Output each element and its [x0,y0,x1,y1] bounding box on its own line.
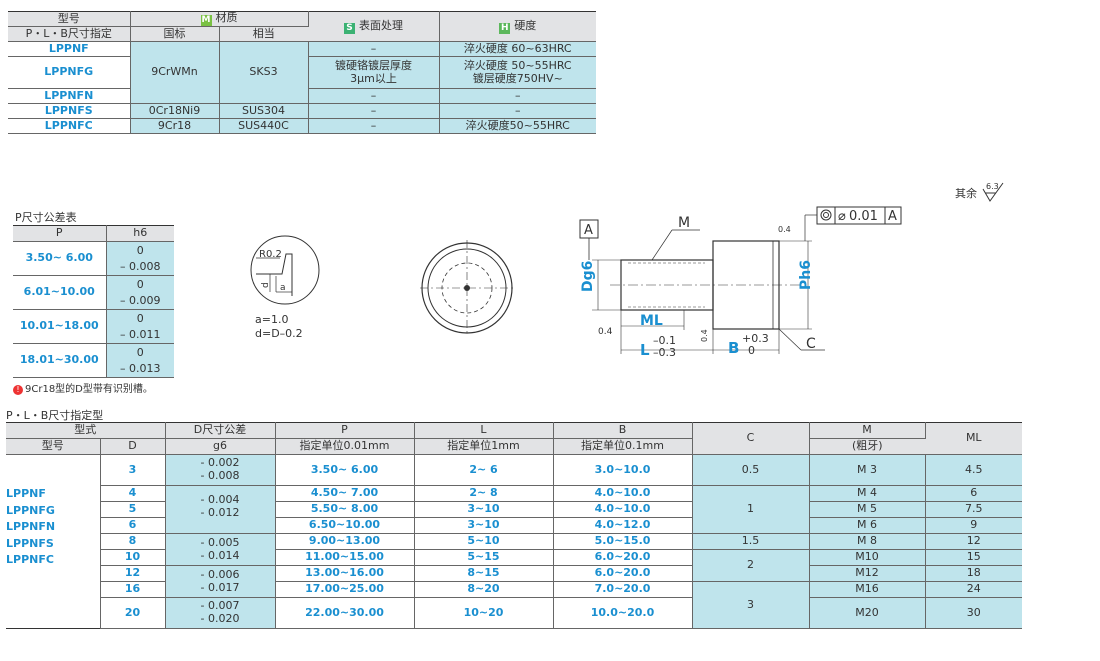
table-row: 5 5.50~ 8.00 3~10 4.0~10.0 M 5 7.5 [6,501,1022,518]
material-equiv: SKS3 [219,41,309,104]
table-row: 16 17.00~25.00 8~20 7.0~20.0 3 M16 24 [6,581,1022,629]
material-gb: 9CrWMn [130,41,220,104]
surface-badge: S [344,22,355,34]
table-row: LPPNFS 0Cr18Ni9 SUS304 – – [8,103,596,119]
table-row: 8 - 0.005- 0.014 9.00~13.00 5~10 5.0~15.… [6,533,1022,566]
warning-icon: ! [13,385,23,395]
svg-text:0.4: 0.4 [598,327,613,337]
svg-text:Ph6: Ph6 [798,260,814,290]
table-row: 3.50~ 6.00 0– 0.008 [13,241,174,276]
svg-text:0.4: 0.4 [700,329,709,342]
svg-text:–0.1: –0.1 [653,334,676,347]
table-row: 10.01~18.00 0– 0.011 [13,309,174,344]
svg-text:d=D–0.2: d=D–0.2 [255,327,303,340]
groove-detail: R0.2 d a a=1.0 d=D–0.2 [250,235,320,340]
svg-text:0: 0 [748,344,755,357]
svg-text:a=1.0: a=1.0 [255,313,288,326]
svg-text:ML: ML [640,313,663,329]
tolerance-table: P h6 3.50~ 6.00 0– 0.008 6.01~10.00 0– 0… [13,225,174,378]
svg-text:L: L [640,341,650,359]
svg-text:6.3: 6.3 [986,182,999,191]
table-row: LPPNF 9CrWMn SKS3 – 淬火硬度 60~63HRC [8,41,596,104]
header-model: 型号 [8,11,131,27]
main-spec-table: 型式 D尺寸公差 P L B C M ML 型号 D g6 指定单位0.01mm… [6,422,1022,629]
svg-text:0.01: 0.01 [849,209,878,224]
svg-text:A: A [888,209,897,224]
svg-text:C: C [806,336,816,352]
table-row: 18.01~30.00 0– 0.013 [13,343,174,378]
table-row: 6 6.50~10.00 3~10 4.0~12.0 M 6 9 [6,517,1022,534]
hardness-badge: H [499,22,511,34]
svg-text:R0.2: R0.2 [259,249,282,260]
svg-text:⌀: ⌀ [838,209,846,224]
table-row: 10 11.00~15.00 5~15 6.0~20.0 2 M10 15 [6,549,1022,582]
table-row: 12 - 0.006- 0.017 13.00~16.00 8~15 6.0~2… [6,565,1022,598]
header-pbl: P・L・B尺寸指定 [8,26,131,42]
table-row: LPPNFC 9Cr18 SUS440C – 淬火硬度50~55HRC [8,118,596,134]
tolerance-title: P尺寸公差表 [15,211,77,224]
svg-text:a: a [280,283,286,293]
side-view: A Dg6 Ph6 M ⌀ 0.01 A 0.4 ML 0.4 [579,206,902,359]
svg-text:B: B [728,339,739,357]
roughness-icon: 6.3 [982,182,1003,202]
svg-text:0.4: 0.4 [778,225,791,234]
svg-text:Dg6: Dg6 [580,261,596,292]
d-type-note: !9Cr18型的D型带有识别槽。 [13,380,153,395]
technical-drawing: R0.2 d a a=1.0 d=D–0.2 A Dg6 Ph6 [250,206,902,359]
table-row: 6.01~10.00 0– 0.009 [13,275,174,310]
material-badge: M [200,15,212,26]
header-gb: 国标 [130,26,220,42]
svg-text:–0.3: –0.3 [653,346,676,359]
table-row: 20 - 0.007- 0.020 22.00~30.00 10~20 10.0… [6,597,1022,629]
svg-text:A: A [584,223,593,238]
svg-text:M: M [678,215,690,231]
header-equiv: 相当 [219,26,308,42]
svg-text:d: d [261,282,271,288]
svg-text:+0.3: +0.3 [742,332,769,345]
roughness-note: 其余 6.3 [955,181,1007,205]
table-row: LPPNFN – – [8,88,596,104]
table-row: 4 - 0.004- 0.012 4.50~ 7.00 2~ 8 4.0~10.… [6,485,1022,534]
main-table-title: P・L・B尺寸指定型 [6,409,104,422]
end-view [420,240,514,336]
